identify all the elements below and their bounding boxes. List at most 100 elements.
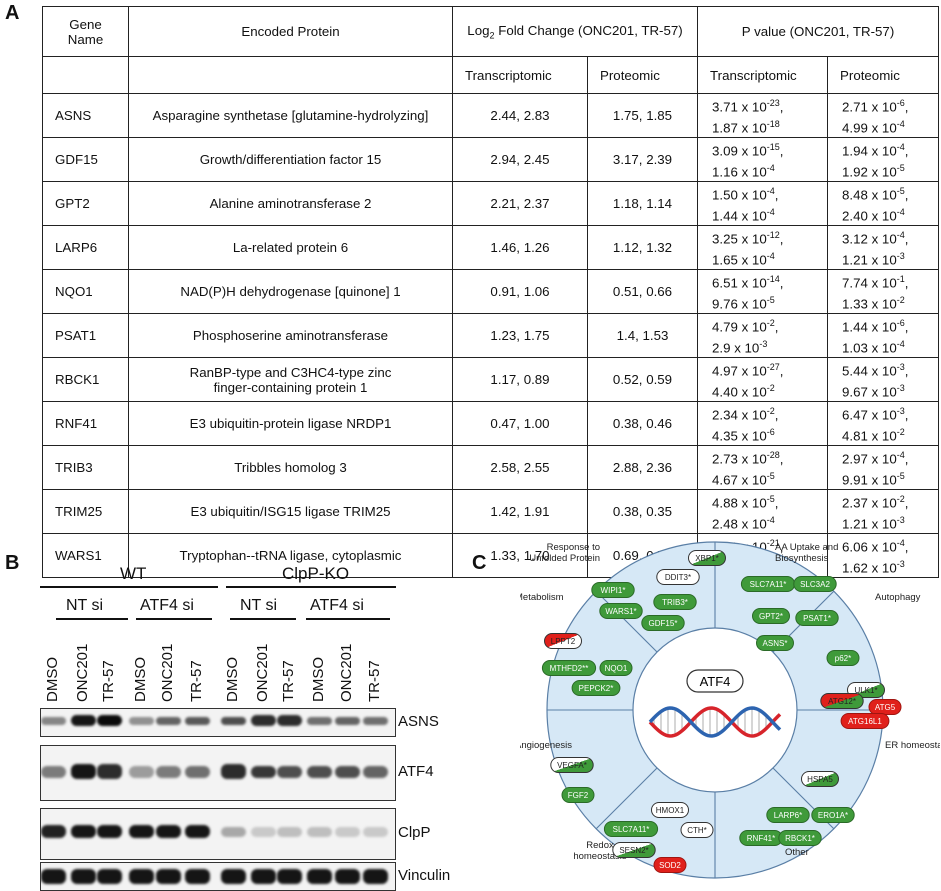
blot-band <box>71 869 96 884</box>
blot-clpp-strip <box>40 808 396 860</box>
fold-change-proteomic-cell: 1.4, 1.53 <box>586 313 699 358</box>
panel-label-a: A <box>5 2 20 24</box>
blot-band <box>251 827 276 837</box>
gene-node-label: SLC3A2 <box>800 580 830 589</box>
gene-node-label: HSPA5 <box>807 775 833 784</box>
sector-label: Autophagy <box>875 592 921 603</box>
p-value-proteomic-cell: 2.37 x 10-2,1.21 x 10-3 <box>827 489 940 534</box>
p-value-transcriptomic-cell: 4.97 x 10-27,4.40 x 10-2 <box>697 357 829 402</box>
blot-band <box>156 825 181 838</box>
gene-name-cell: ASNS <box>42 93 129 138</box>
gene-name-cell: NQO1 <box>42 269 129 314</box>
gene-node-label: WIPI1* <box>601 586 626 595</box>
subheader-transcriptomic: Transcriptomic <box>697 56 829 94</box>
gene-name-cell: TRIM25 <box>42 489 129 534</box>
blot-band <box>156 766 181 778</box>
sector-divider <box>595 590 658 653</box>
blot-band <box>363 869 388 884</box>
encoded-protein-cell: Alanine aminotransferase 2 <box>128 181 453 226</box>
fold-change-transcriptomic-cell: 2.58, 2.55 <box>452 445 588 490</box>
blot-band <box>307 869 332 884</box>
gene-node-label: GPT2* <box>759 612 783 621</box>
gene-node <box>778 830 822 846</box>
gene-node <box>766 807 810 823</box>
blot-band <box>363 827 388 837</box>
subheader-proteomic: Proteomic <box>586 56 699 94</box>
blot-band <box>129 869 154 884</box>
p-value-transcriptomic-cell: 3.25 x 10-12,1.65 x 10-4 <box>697 225 829 270</box>
protein-label-vinculin: Vinculin <box>398 866 451 884</box>
subgroup-label: ATF4 si <box>140 597 194 614</box>
p-value-transcriptomic-cell: 1.50 x 10-4,1.44 x 10-4 <box>697 181 829 226</box>
gene-node <box>756 635 794 651</box>
gene-name-cell: GPT2 <box>42 181 129 226</box>
gene-name-cell: GDF15 <box>42 137 129 182</box>
subgroup-line <box>230 618 296 620</box>
p-value-proteomic-cell: 7.74 x 10-1,1.33 x 10-2 <box>827 269 940 314</box>
gene-node-label: XBP1* <box>695 554 719 563</box>
gene-node <box>688 550 726 566</box>
blot-band <box>41 869 66 884</box>
gene-name-cell: LARP6 <box>42 225 129 270</box>
gene-table: Gene Name Encoded Protein Log2 Fold Chan… <box>42 6 940 578</box>
gene-node <box>795 610 839 626</box>
protein-label-clpp: ClpP <box>398 824 431 841</box>
blot-band <box>221 869 246 884</box>
blot-band <box>335 717 360 725</box>
blot-band <box>251 766 276 778</box>
blot-band <box>129 766 154 778</box>
p-value-proteomic-cell: 1.94 x 10-4,1.92 x 10-5 <box>827 137 940 182</box>
encoded-protein-cell: Tribbles homolog 3 <box>128 445 453 490</box>
gene-node-label: p62* <box>835 654 851 663</box>
lane-label: ONC201 <box>74 643 91 702</box>
blot-band <box>335 869 360 884</box>
gene-node <box>820 693 864 709</box>
fold-change-proteomic-cell: 0.51, 0.66 <box>586 269 699 314</box>
gene-node-label: ATG5 <box>875 703 896 712</box>
group-line <box>40 586 218 588</box>
fold-change-transcriptomic-cell: 1.23, 1.75 <box>452 313 588 358</box>
blot-band <box>41 717 66 725</box>
p-value-proteomic-cell: 8.48 x 10-5,2.40 x 10-4 <box>827 181 940 226</box>
panel-label-b: B <box>5 552 20 574</box>
blot-asns-strip <box>40 708 396 737</box>
gene-node-label: PSAT1* <box>803 614 831 623</box>
p-value-proteomic-cell: 6.47 x 10-3,4.81 x 10-2 <box>827 401 940 446</box>
blot-band <box>251 715 276 726</box>
fold-change-transcriptomic-cell: 2.21, 2.37 <box>452 181 588 226</box>
gene-node <box>544 633 582 649</box>
encoded-protein-cell: Asparagine synthetase [glutamine-hydroly… <box>128 93 453 138</box>
gene-node <box>811 807 855 823</box>
sector-label: Other <box>785 847 809 858</box>
protein-label-atf4: ATF4 <box>398 763 434 780</box>
gene-node <box>653 594 697 610</box>
fold-change-transcriptomic-cell: 2.94, 2.45 <box>452 137 588 182</box>
gene-node-label: SOD2 <box>659 861 681 870</box>
gene-node-label: GDF15* <box>649 619 678 628</box>
protein-label-asns: ASNS <box>398 712 439 730</box>
blot-band <box>97 764 122 779</box>
blot-band <box>185 869 210 884</box>
blot-band <box>335 827 360 837</box>
blot-band <box>185 825 210 838</box>
p-value-transcriptomic-cell: 4.88 x 10-5,2.48 x 10-4 <box>697 489 829 534</box>
table-header-row: Gene Name Encoded Protein Log2 Fold Chan… <box>42 6 940 57</box>
fold-change-transcriptomic-cell: 0.47, 1.00 <box>452 401 588 446</box>
gene-node <box>603 821 659 837</box>
gene-node-label: ATG12* <box>828 697 856 706</box>
p-value-proteomic-cell: 6.06 x 10-4,1.62 x 10-3 <box>827 533 940 578</box>
blot-band <box>277 766 302 778</box>
blot-band <box>71 715 96 726</box>
encoded-protein-cell: E3 ubiquitin-protein ligase NRDP1 <box>128 401 453 446</box>
lane-label: TR-57 <box>188 660 205 702</box>
p-value-proteomic-cell: 2.71 x 10-6,4.99 x 10-4 <box>827 93 940 138</box>
gene-node <box>599 660 633 676</box>
lane-label: ONC201 <box>338 643 355 702</box>
gene-node-label: CTH* <box>687 826 707 835</box>
gene-node <box>653 857 687 873</box>
